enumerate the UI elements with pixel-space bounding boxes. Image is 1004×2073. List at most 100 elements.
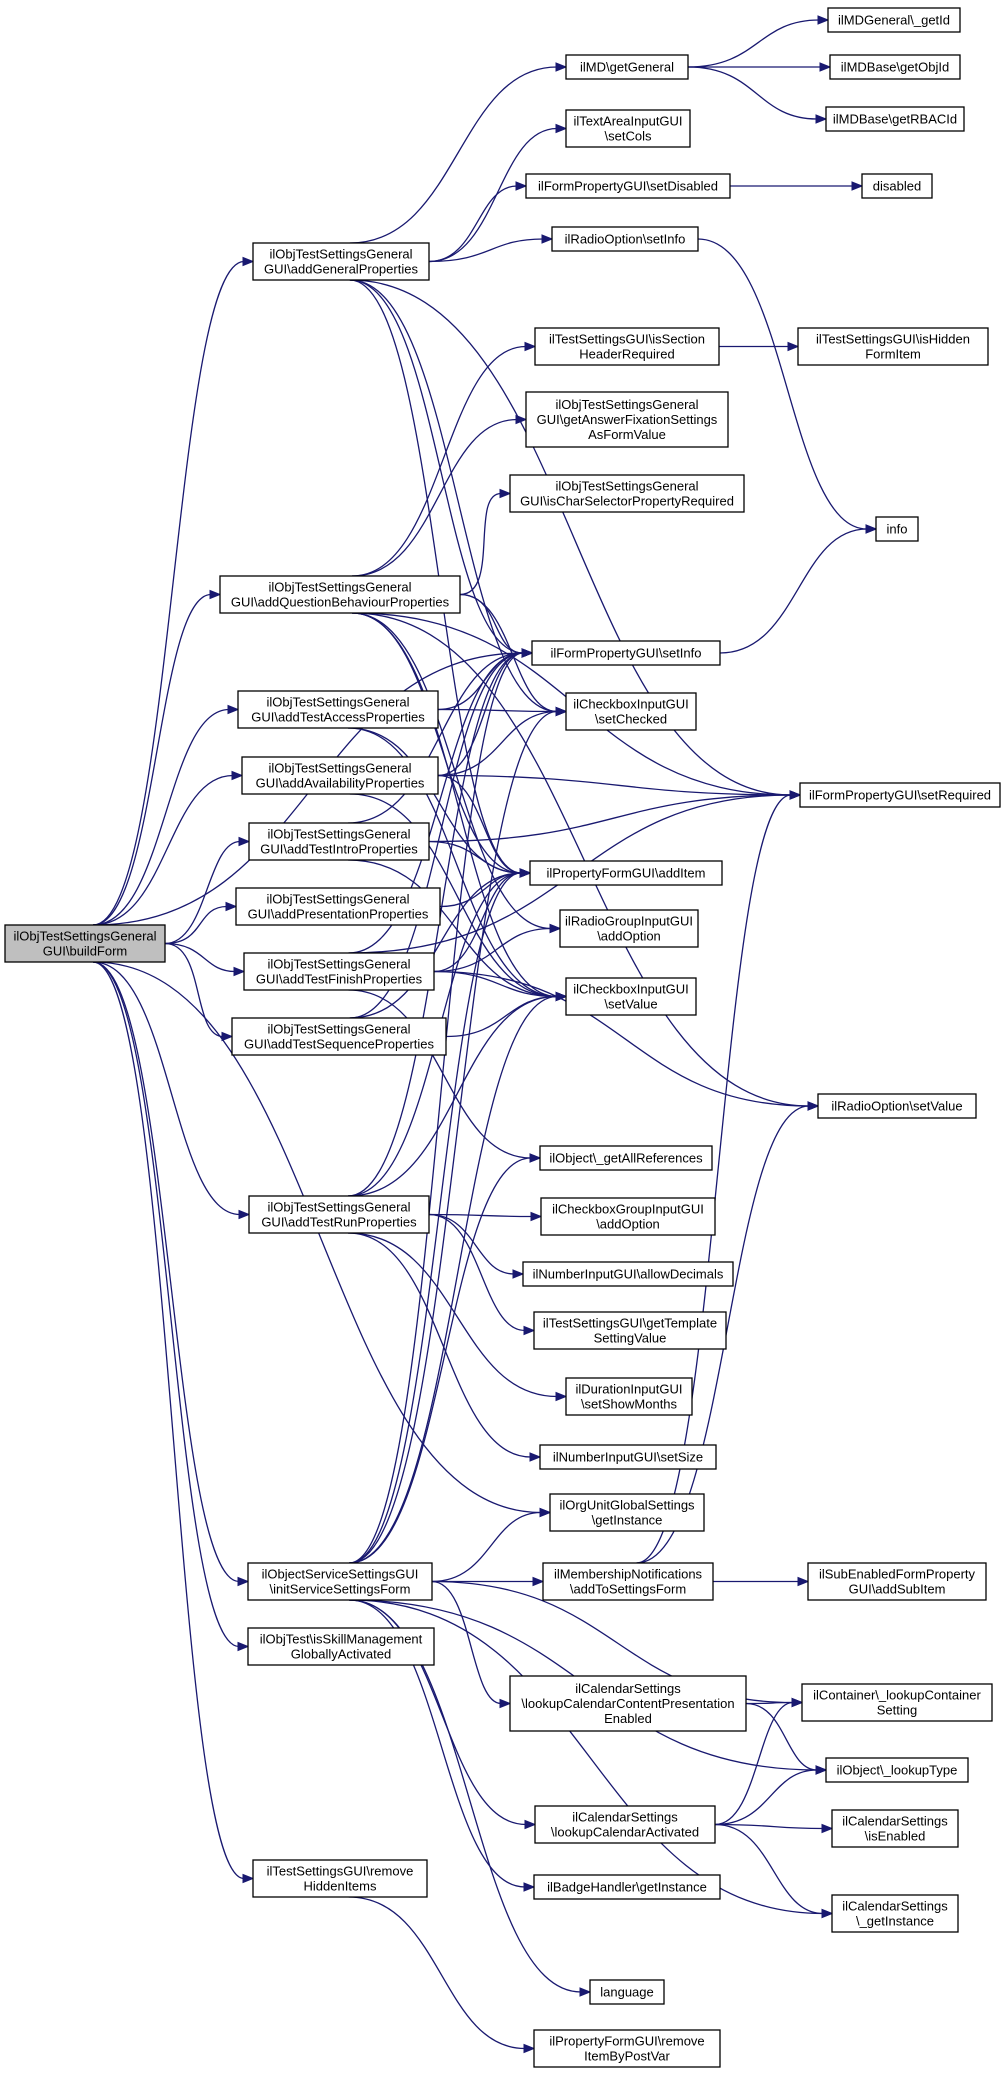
node-prop-form-add-item[interactable]: ilPropertyFormGUI\addItem (529, 860, 723, 886)
node-object-get-all-refs[interactable]: ilObject\_getAllReferences (539, 1145, 713, 1171)
call-edge (437, 774, 792, 796)
call-edge (719, 528, 868, 654)
node-add-test-finish[interactable]: ilObjTestSettingsGeneralGUI\addTestFinis… (243, 952, 435, 991)
node-label-line: ilCalendarSettings (842, 1814, 948, 1829)
arrow-head (515, 414, 528, 425)
arrow-head (237, 1641, 250, 1652)
node-box (241, 756, 439, 795)
node-label-line: ilMD\getGeneral (580, 60, 674, 75)
node-get-template-setting[interactable]: ilTestSettingsGUI\getTemplateSettingValu… (533, 1311, 727, 1350)
node-radio-group-add-option[interactable]: ilRadioGroupInputGUI\addOption (559, 909, 699, 948)
node-membership-add-to-settings[interactable]: ilMembershipNotifications\addToSettingsF… (542, 1562, 714, 1601)
arrow-head (815, 114, 828, 124)
call-edge (437, 710, 558, 777)
node-duration-set-show-months[interactable]: ilDurationInputGUI\setShowMonths (565, 1377, 693, 1416)
node-checkbox-group-add-option[interactable]: ilCheckboxGroupInputGUI\addOption (540, 1197, 716, 1236)
node-box (589, 1979, 665, 2005)
node-label-line: HiddenItems (304, 1879, 377, 1894)
node-md-general-get-id[interactable]: ilMDGeneral\_getId (827, 7, 961, 33)
call-edge (349, 1599, 824, 1915)
call-edge (92, 961, 241, 1216)
node-checkbox-set-checked[interactable]: ilCheckboxInputGUI\setChecked (565, 692, 697, 731)
node-add-availability[interactable]: ilObjTestSettingsGeneralGUI\addAvailabil… (241, 756, 439, 795)
node-add-test-intro[interactable]: ilObjTestSettingsGeneralGUI\addTestIntro… (248, 822, 430, 861)
node-label-line: ilFormPropertyGUI\setInfo (551, 646, 702, 661)
node-form-prop-set-info[interactable]: ilFormPropertyGUI\setInfo (531, 640, 721, 666)
node-label-line: \addOption (597, 929, 661, 944)
node-disabled[interactable]: disabled (861, 173, 933, 199)
node-org-unit-get-instance[interactable]: ilOrgUnitGlobalSettings\getInstance (549, 1493, 705, 1532)
node-box (559, 909, 699, 948)
node-object-lookup-type[interactable]: ilObject\_lookupType (825, 1757, 969, 1783)
node-form-prop-set-required[interactable]: ilFormPropertyGUI\setRequired (799, 782, 1001, 808)
node-calendar-lookup-ccp[interactable]: ilCalendarSettings\lookupCalendarContent… (509, 1675, 747, 1732)
node-add-question-behaviour[interactable]: ilObjTestSettingsGeneralGUI\addQuestionB… (219, 575, 461, 614)
call-edge (347, 652, 524, 824)
node-language[interactable]: language (589, 1979, 665, 2005)
node-add-test-access[interactable]: ilObjTestSettingsGeneralGUI\addTestAcces… (237, 690, 439, 729)
arrow-head (821, 1908, 834, 1919)
node-text-area-set-cols[interactable]: ilTextAreaInputGUI\setCols (565, 109, 691, 148)
node-label-line: ilTextAreaInputGUI (573, 114, 682, 129)
node-get-answer-fixation[interactable]: ilObjTestSettingsGeneralGUI\getAnswerFix… (525, 391, 729, 448)
arrow-head (227, 704, 240, 715)
arrow-head (499, 488, 512, 499)
arrow-head (530, 1211, 543, 1222)
node-label-line: \setCols (605, 129, 652, 144)
node-md-base-get-rbacid[interactable]: ilMDBase\getRBACId (825, 106, 965, 132)
node-init-service[interactable]: ilObjectServiceSettingsGUI\initServiceSe… (247, 1562, 433, 1601)
call-edge (351, 418, 518, 577)
node-is-skill-mgmt[interactable]: ilObjTest\isSkillManagementGloballyActiv… (247, 1627, 435, 1666)
node-label-line: ilCalendarSettings (575, 1681, 681, 1696)
node-label-line: GUI\addTestFinishProperties (256, 972, 423, 987)
node-add-presentation[interactable]: ilObjTestSettingsGeneralGUI\addPresentat… (235, 887, 441, 926)
node-label-line: AsFormValue (588, 427, 666, 442)
node-calendar-is-enabled[interactable]: ilCalendarSettings\isEnabled (831, 1809, 959, 1848)
node-form-prop-set-disabled[interactable]: ilFormPropertyGUI\setDisabled (525, 173, 731, 199)
node-label-line: FormItem (865, 347, 921, 362)
node-radio-option-set-info[interactable]: ilRadioOption\setInfo (551, 226, 699, 252)
node-calendar-lookup-activated[interactable]: ilCalendarSettings\lookupCalendarActivat… (534, 1805, 716, 1844)
node-get-general[interactable]: ilMD\getGeneral (565, 54, 689, 80)
node-add-test-run[interactable]: ilObjTestSettingsGeneralGUI\addTestRunPr… (248, 1195, 430, 1234)
call-edge (428, 1213, 515, 1275)
call-edges (92, 15, 878, 2054)
node-box (231, 1017, 447, 1056)
node-checkbox-set-value[interactable]: ilCheckboxInputGUI\setValue (565, 977, 697, 1016)
node-box (817, 1093, 977, 1119)
node-info[interactable]: info (875, 516, 919, 542)
arrow-head (555, 991, 568, 1002)
call-edge (349, 652, 524, 1019)
arrow-head (579, 1987, 592, 1997)
arrow-head (242, 256, 255, 267)
node-box (565, 977, 697, 1016)
node-box (237, 690, 439, 729)
node-is-section-header-required[interactable]: ilTestSettingsGUI\isSectionHeaderRequire… (534, 327, 720, 366)
node-number-allow-decimals[interactable]: ilNumberInputGUI\allowDecimals (522, 1261, 734, 1287)
node-number-set-size[interactable]: ilNumberInputGUI\setSize (539, 1444, 717, 1470)
node-label-line: ilObjTestSettingsGeneral (267, 827, 410, 842)
call-edge (428, 1213, 533, 1218)
node-box (509, 1675, 747, 1732)
node-label-line: ilContainer\_lookupContainer (813, 1688, 981, 1703)
node-md-base-get-obj-id[interactable]: ilMDBase\getObjId (829, 54, 961, 80)
node-box (534, 1805, 716, 1844)
node-add-general[interactable]: ilObjTestSettingsGeneralGUI\addGeneralPr… (252, 242, 430, 281)
call-edge (92, 961, 240, 1583)
node-label-line: ilRadioOption\setInfo (565, 232, 686, 247)
node-radio-option-set-value[interactable]: ilRadioOption\setValue (817, 1093, 977, 1119)
node-badge-get-instance[interactable]: ilBadgeHandler\getInstance (533, 1874, 721, 1900)
node-calendar-get-instance[interactable]: ilCalendarSettings\_getInstance (831, 1894, 959, 1933)
node-is-char-selector[interactable]: ilObjTestSettingsGeneralGUI\isCharSelect… (509, 474, 745, 513)
arrow-head (797, 1576, 810, 1587)
arrow-head (541, 234, 554, 244)
call-edge (745, 1701, 794, 1705)
node-label-line: ilDurationInputGUI (576, 1382, 683, 1397)
node-add-test-sequence[interactable]: ilObjTestSettingsGeneralGUI\addTestSeque… (231, 1017, 447, 1056)
